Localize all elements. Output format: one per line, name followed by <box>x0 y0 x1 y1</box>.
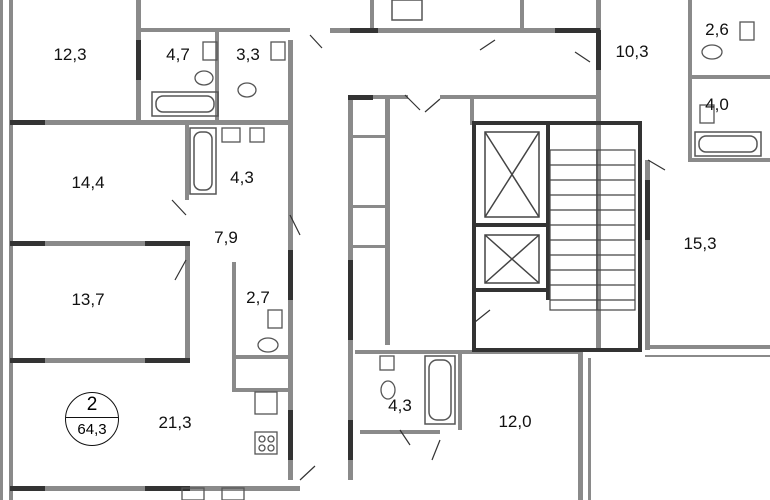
room-area-label: 2,7 <box>246 288 270 307</box>
room-area-label: 12,3 <box>53 45 87 64</box>
room-area-label: 7,9 <box>214 228 238 247</box>
door-swings <box>171 34 666 481</box>
room-area-label: 14,4 <box>71 173 105 192</box>
room-area-label: 12,0 <box>498 412 532 431</box>
room-area-label: 4,3 <box>230 168 254 187</box>
room-area-label: 2,6 <box>705 20 729 39</box>
apartment-total-area: 64,3 <box>77 421 107 438</box>
elevator-shafts <box>484 131 540 284</box>
room-area-label: 4,0 <box>705 95 729 114</box>
stairs <box>549 149 636 311</box>
dark-wall-segments <box>10 28 650 491</box>
room-area-label: 15,3 <box>683 234 717 253</box>
room-area-label: 4,7 <box>166 45 190 64</box>
apartment-number: 2 <box>66 393 118 418</box>
room-area-label: 13,7 <box>71 290 105 309</box>
room-area-label: 10,3 <box>615 42 649 61</box>
bathtubs <box>151 0 762 425</box>
room-area-label: 4,3 <box>388 396 412 415</box>
stair-elevator-core <box>472 121 642 352</box>
toilets-sinks <box>181 21 755 500</box>
room-area-label: 21,3 <box>158 413 192 432</box>
room-area-label: 3,3 <box>236 45 260 64</box>
apartment-badge: 2 64,3 <box>65 392 119 446</box>
